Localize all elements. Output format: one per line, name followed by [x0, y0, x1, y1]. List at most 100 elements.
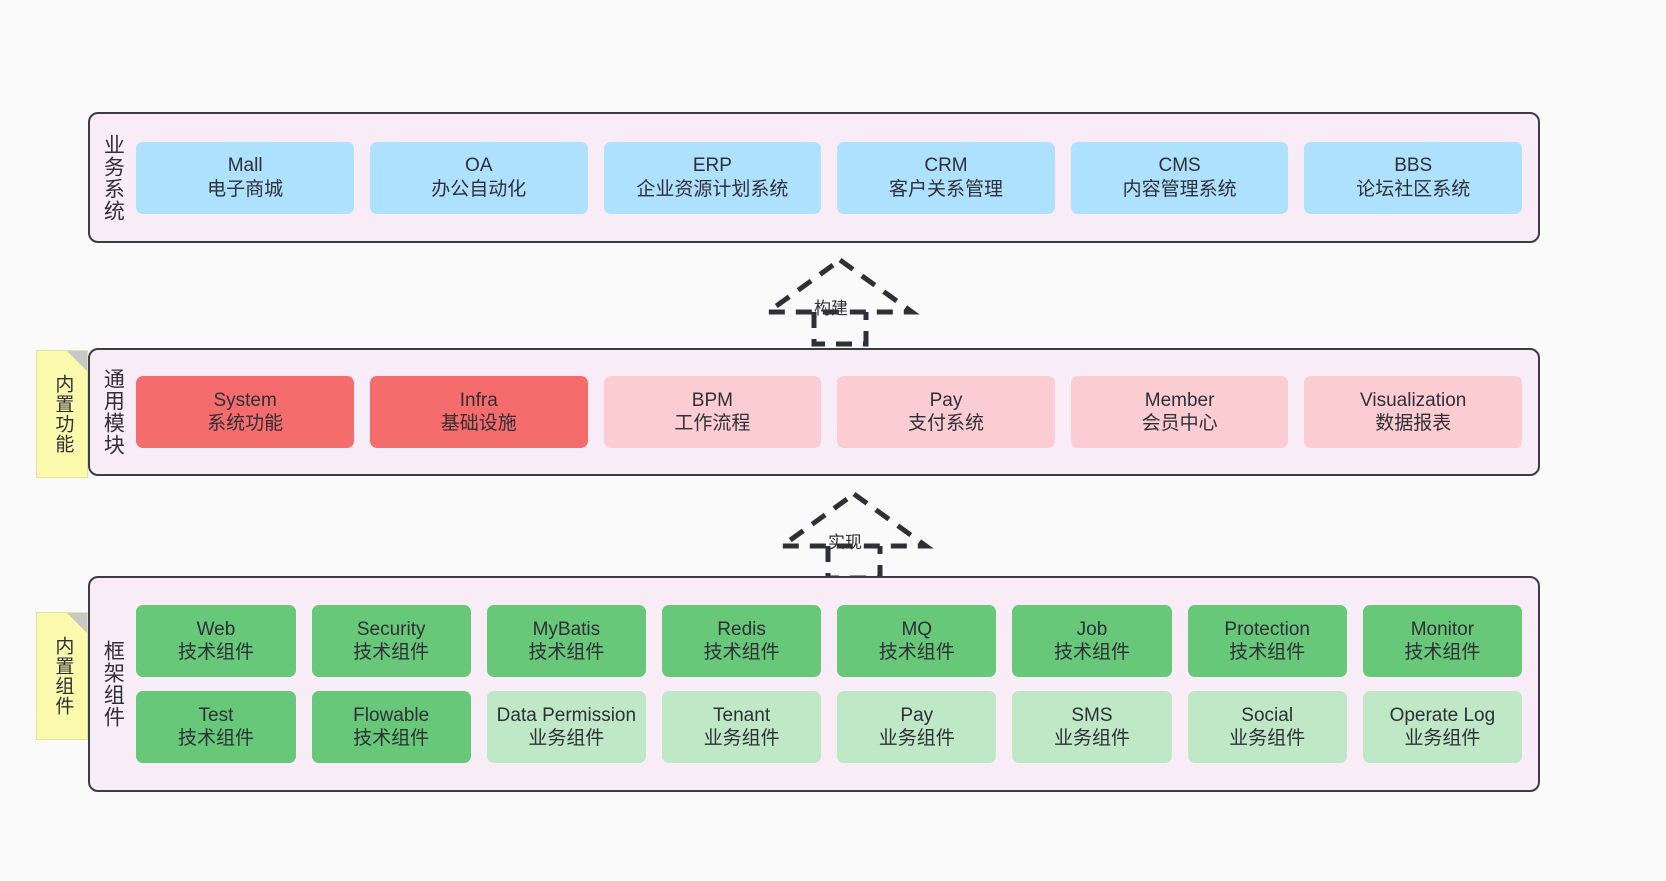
card-oa-name: OA [465, 155, 493, 177]
card-tenant[interactable]: Tenant 业务组件 [661, 691, 822, 763]
card-pay-module-desc: 支付系统 [907, 413, 984, 434]
card-operate-log-desc: 业务组件 [1404, 728, 1481, 749]
card-member-desc: 会员中心 [1141, 413, 1218, 434]
card-test-name: Test [198, 704, 234, 726]
card-job-desc: 技术组件 [1053, 642, 1130, 663]
card-bbs-name: BBS [1394, 155, 1433, 177]
card-web-desc: 技术组件 [177, 642, 254, 663]
frame-card-row-business: Test 技术组件 Flowable 技术组件 Data Permission … [136, 691, 1522, 763]
card-mybatis-name: MyBatis [532, 618, 601, 640]
card-sms-desc: 业务组件 [1053, 728, 1130, 749]
card-mall[interactable]: Mall 电子商城 [136, 141, 354, 214]
card-mq-desc: 技术组件 [878, 642, 955, 663]
card-erp-name: ERP [692, 155, 732, 177]
card-system-name: System [213, 389, 277, 411]
card-bpm-desc: 工作流程 [674, 413, 751, 434]
card-visualization-desc: 数据报表 [1375, 413, 1452, 434]
card-protection-name: Protection [1224, 618, 1310, 640]
card-social[interactable]: Social 业务组件 [1187, 691, 1347, 763]
card-infra-name: Infra [459, 389, 498, 411]
card-erp-desc: 企业资源计划系统 [636, 178, 789, 200]
card-redis-name: Redis [717, 618, 766, 640]
card-system-desc: 系统功能 [207, 413, 284, 434]
card-infra[interactable]: Infra 基础设施 [369, 376, 588, 448]
card-pay-component-desc: 业务组件 [878, 728, 955, 749]
card-operate-log[interactable]: Operate Log 业务组件 [1362, 691, 1522, 763]
card-security[interactable]: Security 技术组件 [311, 605, 471, 677]
layer-title-common: 通用模块 [101, 368, 125, 456]
card-social-desc: 业务组件 [1229, 728, 1306, 749]
card-protection-desc: 技术组件 [1229, 642, 1306, 663]
card-bpm[interactable]: BPM 工作流程 [603, 376, 822, 448]
card-mybatis-desc: 技术组件 [528, 642, 605, 663]
card-monitor[interactable]: Monitor 技术组件 [1362, 605, 1522, 677]
card-data-permission-desc: 业务组件 [528, 728, 605, 749]
card-system[interactable]: System 系统功能 [136, 376, 354, 448]
card-sms-name: SMS [1071, 704, 1113, 726]
card-erp[interactable]: ERP 企业资源计划系统 [603, 141, 822, 214]
card-tenant-name: Tenant [713, 704, 771, 726]
card-crm-name: CRM [924, 155, 968, 177]
card-bbs[interactable]: BBS 论坛社区系统 [1304, 141, 1523, 214]
card-cms-name: CMS [1158, 155, 1201, 177]
frame-card-row-technical: Web 技术组件 Security 技术组件 MyBatis 技术组件 Redi… [136, 605, 1522, 677]
card-mybatis[interactable]: MyBatis 技术组件 [486, 605, 646, 677]
card-mq[interactable]: MQ 技术组件 [837, 605, 997, 677]
card-infra-desc: 基础设施 [440, 413, 517, 434]
card-bbs-desc: 论坛社区系统 [1356, 178, 1471, 200]
card-protection[interactable]: Protection 技术组件 [1187, 605, 1347, 677]
common-card-list: System 系统功能 Infra 基础设施 BPM 工作流程 Pay 支付系统… [130, 350, 1538, 474]
card-cms-desc: 内容管理系统 [1122, 178, 1237, 200]
note-builtin-components-label: 内置组件 [52, 636, 74, 716]
card-job-name: Job [1076, 618, 1108, 640]
note-builtin-features: 内置功能 [36, 350, 88, 478]
generalization-triangle-icon [774, 490, 934, 549]
card-oa[interactable]: OA 办公自动化 [369, 141, 588, 214]
business-card-list: Mall 电子商城 OA 办公自动化 ERP 企业资源计划系统 CRM 客户关系… [130, 114, 1538, 241]
card-flowable[interactable]: Flowable 技术组件 [311, 691, 471, 763]
connector-stem-icon [811, 312, 869, 347]
card-security-desc: 技术组件 [353, 642, 430, 663]
card-pay-component-name: Pay [900, 704, 934, 726]
connector-build-label: 构建 [814, 299, 848, 318]
layer-title-frame: 框架组件 [101, 640, 125, 728]
generalization-triangle-icon [760, 256, 920, 315]
card-test[interactable]: Test 技术组件 [136, 691, 296, 763]
card-monitor-name: Monitor [1410, 618, 1475, 640]
connector-build: 构建 [752, 256, 928, 347]
card-data-permission-name: Data Permission [496, 704, 637, 726]
card-oa-desc: 办公自动化 [431, 178, 527, 200]
connector-implement-label: 实现 [828, 533, 862, 552]
card-flowable-name: Flowable [353, 704, 430, 726]
card-redis-desc: 技术组件 [703, 642, 780, 663]
card-crm[interactable]: CRM 客户关系管理 [837, 141, 1055, 214]
card-tenant-desc: 业务组件 [703, 728, 780, 749]
layer-business-systems: 业务系统 Mall 电子商城 OA 办公自动化 ERP 企业资源计划系统 CRM… [88, 112, 1540, 243]
note-builtin-features-label: 内置功能 [52, 374, 74, 454]
card-pay-module-name: Pay [929, 389, 963, 411]
card-member-name: Member [1144, 389, 1215, 411]
card-visualization[interactable]: Visualization 数据报表 [1304, 376, 1523, 448]
frame-card-grid: Web 技术组件 Security 技术组件 MyBatis 技术组件 Redi… [130, 578, 1538, 790]
card-sms[interactable]: SMS 业务组件 [1012, 691, 1172, 763]
card-pay-component[interactable]: Pay 业务组件 [837, 691, 997, 763]
card-test-desc: 技术组件 [177, 728, 254, 749]
card-redis[interactable]: Redis 技术组件 [661, 605, 822, 677]
card-mq-name: MQ [901, 618, 933, 640]
card-data-permission[interactable]: Data Permission 业务组件 [486, 691, 646, 763]
note-builtin-components: 内置组件 [36, 612, 88, 740]
card-job[interactable]: Job 技术组件 [1012, 605, 1172, 677]
card-social-name: Social [1241, 704, 1294, 726]
note-fold-icon [67, 613, 87, 633]
connector-implement: 实现 [766, 490, 942, 581]
layer-framework-components: 框架组件 Web 技术组件 Security 技术组件 MyBatis 技术组件… [88, 576, 1540, 792]
card-monitor-desc: 技术组件 [1404, 642, 1481, 663]
card-bpm-name: BPM [691, 389, 733, 411]
layer-common-modules: 通用模块 System 系统功能 Infra 基础设施 BPM 工作流程 Pay… [88, 348, 1540, 476]
card-pay-module[interactable]: Pay 支付系统 [837, 376, 1055, 448]
card-member[interactable]: Member 会员中心 [1070, 376, 1289, 448]
card-cms[interactable]: CMS 内容管理系统 [1070, 141, 1289, 214]
card-web[interactable]: Web 技术组件 [136, 605, 296, 677]
card-crm-desc: 客户关系管理 [888, 178, 1003, 200]
